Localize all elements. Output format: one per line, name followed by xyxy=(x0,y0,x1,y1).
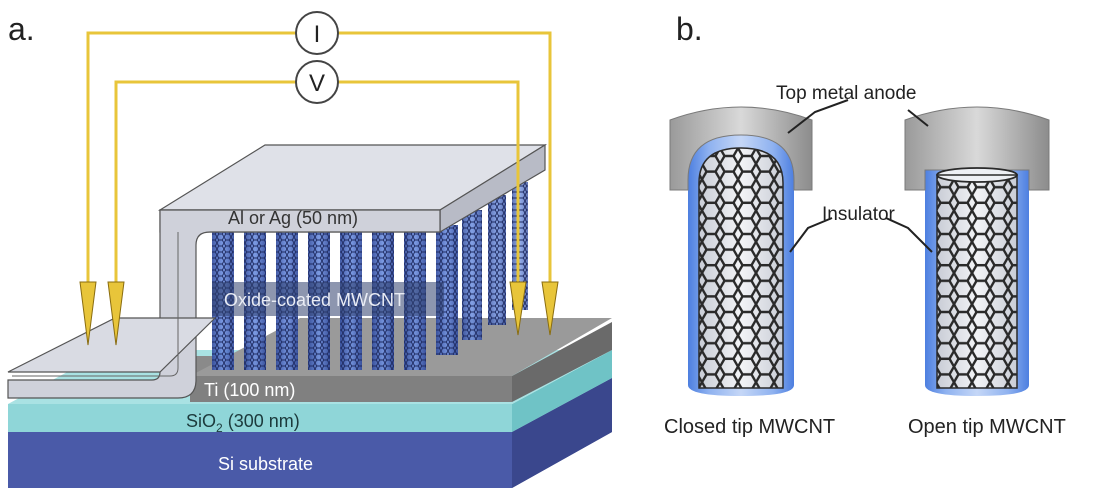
open-tip-tube xyxy=(904,106,1050,396)
sio2-label: SiO2 (300 nm) xyxy=(186,411,300,435)
panel-a-label: a. xyxy=(8,11,35,47)
panel-b: b. xyxy=(664,11,1066,438)
open-tip-caption: Open tip MWCNT xyxy=(908,416,1066,438)
mwcnt-label-box: Oxide-coated MWCNT xyxy=(212,282,444,316)
si-label: Si substrate xyxy=(218,454,313,474)
mwcnt-label: Oxide-coated MWCNT xyxy=(224,290,405,310)
panel-b-label: b. xyxy=(676,11,703,47)
closed-tip-caption: Closed tip MWCNT xyxy=(664,416,835,438)
voltage-meter: V xyxy=(295,60,339,104)
closed-tip-tube xyxy=(669,106,813,396)
si-substrate-layer xyxy=(8,378,612,488)
current-meter-label: I xyxy=(314,21,321,48)
annotation-lines xyxy=(787,99,933,253)
probe-tips xyxy=(79,281,559,346)
top-metal-label: Al or Ag (50 nm) xyxy=(228,208,358,228)
anode-label: Top metal anode xyxy=(776,83,917,104)
current-meter: I xyxy=(295,11,339,55)
voltage-meter-label: V xyxy=(309,70,325,97)
panel-a: a. xyxy=(7,11,612,488)
mwcnt-forest xyxy=(212,182,528,370)
insulator-label: Insulator xyxy=(822,204,896,225)
ti-label: Ti (100 nm) xyxy=(204,380,295,400)
top-metal-electrode xyxy=(7,143,548,399)
probe-wires xyxy=(86,31,552,282)
